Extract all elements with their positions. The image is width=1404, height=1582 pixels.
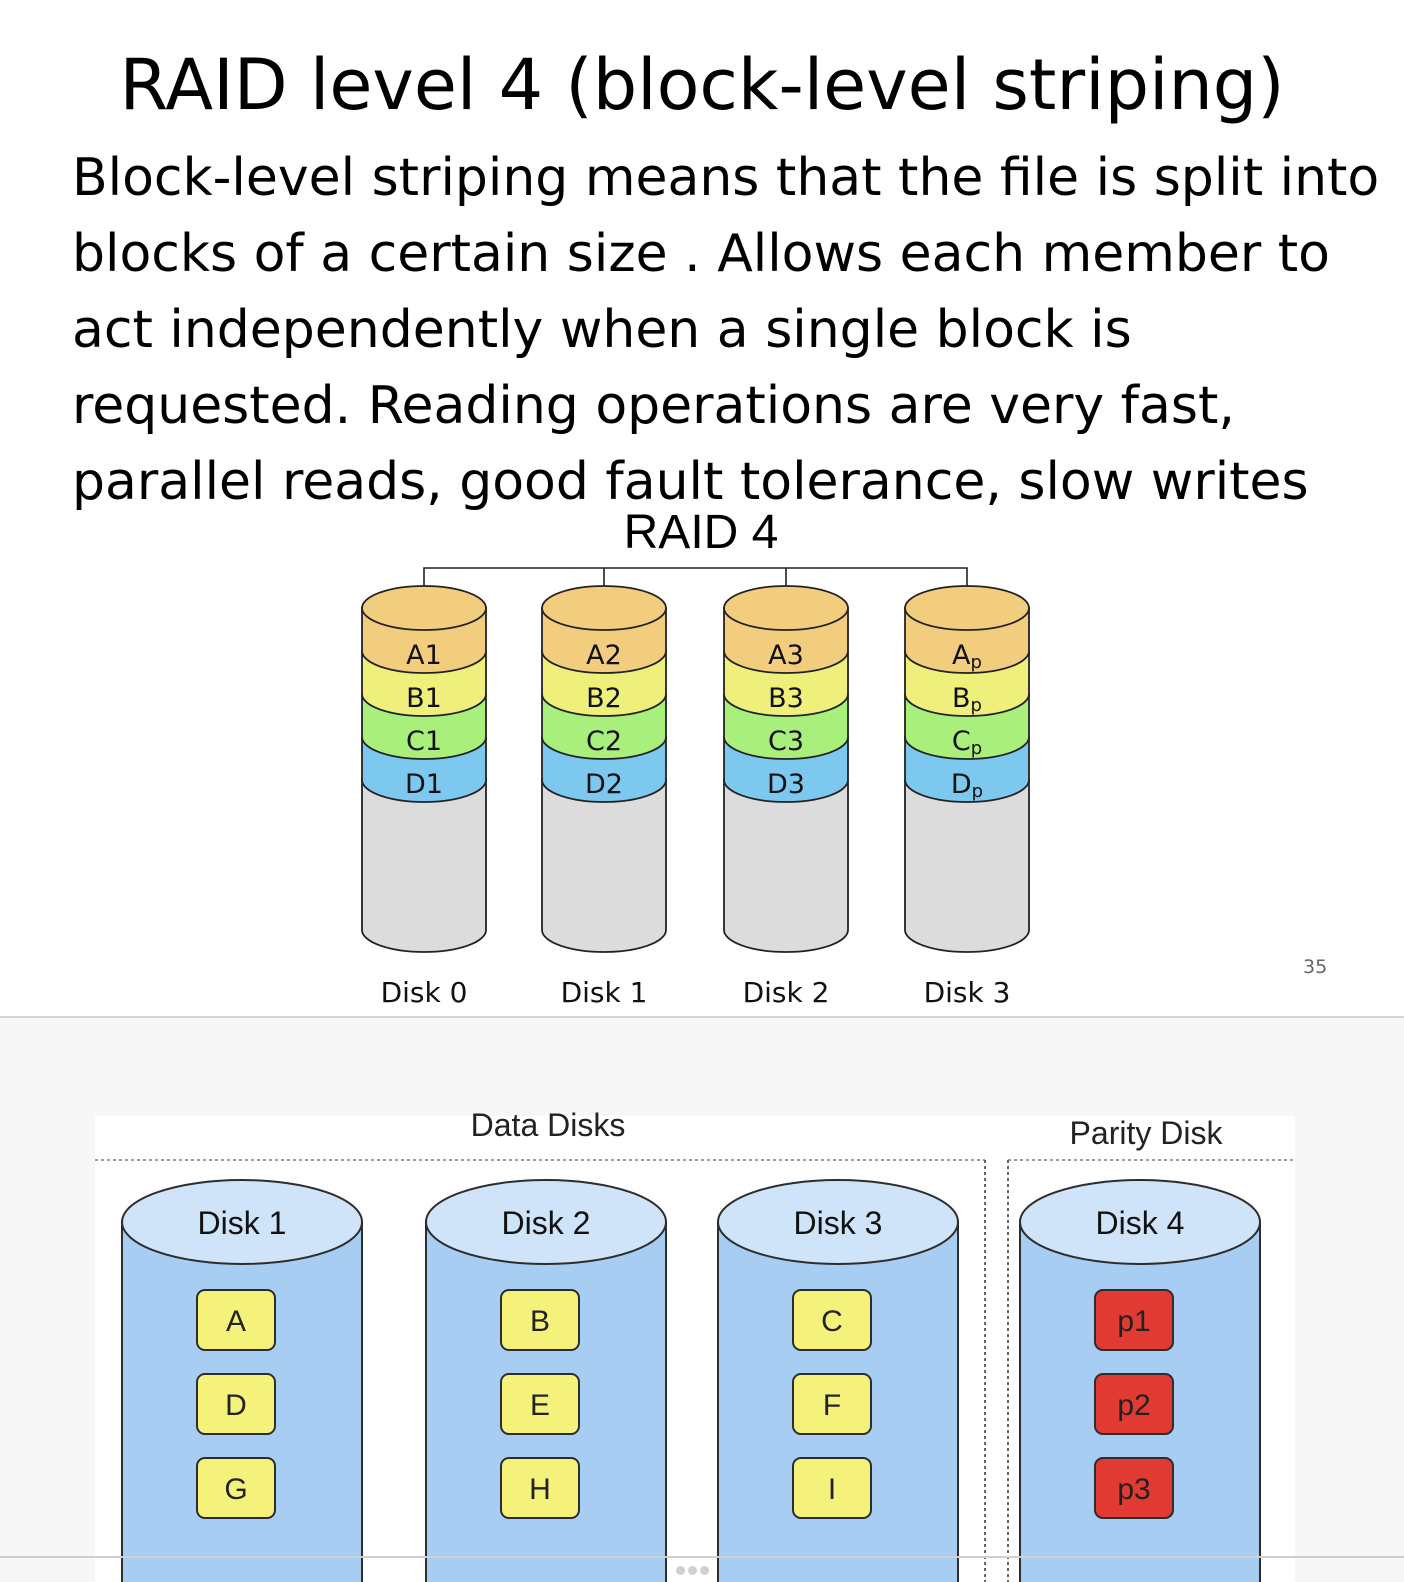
data-block-label: H <box>529 1473 551 1506</box>
raid4-block-label: C2 <box>586 726 622 757</box>
lower-disk-label: Disk 4 <box>1096 1205 1185 1241</box>
raid4-disk-top <box>541 585 667 631</box>
data-block <box>792 1373 872 1435</box>
lower-disk-top <box>425 1179 667 1265</box>
slide: RAID level 4 (block-level striping) Bloc… <box>72 44 1380 1009</box>
data-block <box>196 1289 276 1351</box>
raid4-disk-empty-region <box>541 779 667 953</box>
data-block <box>792 1289 872 1351</box>
lower-disk-top <box>1019 1179 1261 1265</box>
data-block <box>500 1457 580 1519</box>
lower-raid4-diagram: Data Disks Parity Disk Disk 1 A D G Disk 2 B E… <box>95 1107 1295 1582</box>
parity-block-label: p3 <box>1117 1473 1150 1506</box>
data-block <box>500 1289 580 1351</box>
parity-block-label: p1 <box>1117 1305 1150 1338</box>
raid4-disk-empty-region <box>361 779 487 953</box>
data-block-label: D <box>225 1389 247 1422</box>
section-divider <box>0 1016 1404 1018</box>
parity-block <box>1094 1289 1174 1351</box>
page-indicator-dots <box>676 1560 716 1575</box>
data-block-label: F <box>823 1389 841 1422</box>
raid4-title: RAID 4 <box>624 506 779 559</box>
page-number: 35 <box>1303 956 1328 978</box>
data-block-label: B <box>530 1305 550 1338</box>
lower-disk-1: Disk 1 A D G <box>121 1179 363 1582</box>
raid4-block-label: A2 <box>586 640 622 671</box>
data-block-label: I <box>828 1473 836 1506</box>
raid4-disk-top <box>904 585 1030 631</box>
slide-body-text: Block-level striping means that the file… <box>72 148 1380 512</box>
lower-disk-2: Disk 2 B E H <box>425 1179 667 1582</box>
data-block-label: C <box>821 1305 843 1338</box>
raid4-disk-top <box>361 585 487 631</box>
raid4-block-label: B3 <box>768 683 804 714</box>
lower-disk-top <box>717 1179 959 1265</box>
raid4-block-label: D1 <box>405 769 443 800</box>
lower-disk-top <box>121 1179 363 1265</box>
lower-disk-4: Disk 4 p1 p2 p3 <box>1019 1179 1261 1582</box>
parity-disk-label: Parity Disk <box>1070 1115 1224 1151</box>
data-block-label: G <box>224 1473 247 1506</box>
parity-block <box>1094 1373 1174 1435</box>
data-block <box>792 1457 872 1519</box>
raid4-disk-label: Disk 2 <box>743 976 830 1009</box>
raid4-disk-label: Disk 0 <box>381 976 468 1009</box>
raid4-disk-label: Disk 3 <box>924 976 1011 1009</box>
data-block <box>196 1457 276 1519</box>
lower-disk-label: Disk 2 <box>502 1205 591 1241</box>
data-block-label: A <box>226 1305 246 1338</box>
lower-disk-3: Disk 3 C F I <box>717 1179 959 1582</box>
raid4-block-label: C3 <box>768 726 804 757</box>
raid4-block-label: B1 <box>406 683 442 714</box>
lower-disk-label: Disk 3 <box>794 1205 883 1241</box>
data-block <box>196 1373 276 1435</box>
data-disks-label: Data Disks <box>471 1107 626 1143</box>
parity-block-label: p2 <box>1117 1389 1150 1422</box>
raid4-bus-line <box>423 567 968 610</box>
raid4-block-label: D3 <box>767 769 805 800</box>
parity-block <box>1094 1457 1174 1519</box>
raid4-block-label: D2 <box>585 769 623 800</box>
data-block <box>500 1373 580 1435</box>
lower-raid4-diagram-panel: Data Disks Parity Disk Disk 1 A D G Disk 2 B E… <box>0 1018 1404 1582</box>
lower-disk-label: Disk 1 <box>198 1205 287 1241</box>
raid4-block-label: B2 <box>586 683 622 714</box>
raid4-block-label: C1 <box>406 726 442 757</box>
raid4-disk-empty-region <box>904 779 1030 953</box>
bottom-border <box>0 1556 1404 1558</box>
raid4-block-label: A1 <box>406 640 442 671</box>
raid4-block-label: A3 <box>768 640 804 671</box>
raid4-disk-label: Disk 1 <box>561 976 648 1009</box>
slide-title: RAID level 4 (block-level striping) <box>119 44 1285 126</box>
raid4-disk-top <box>723 585 849 631</box>
raid4-disk-empty-region <box>723 779 849 953</box>
data-block-label: E <box>530 1389 550 1422</box>
